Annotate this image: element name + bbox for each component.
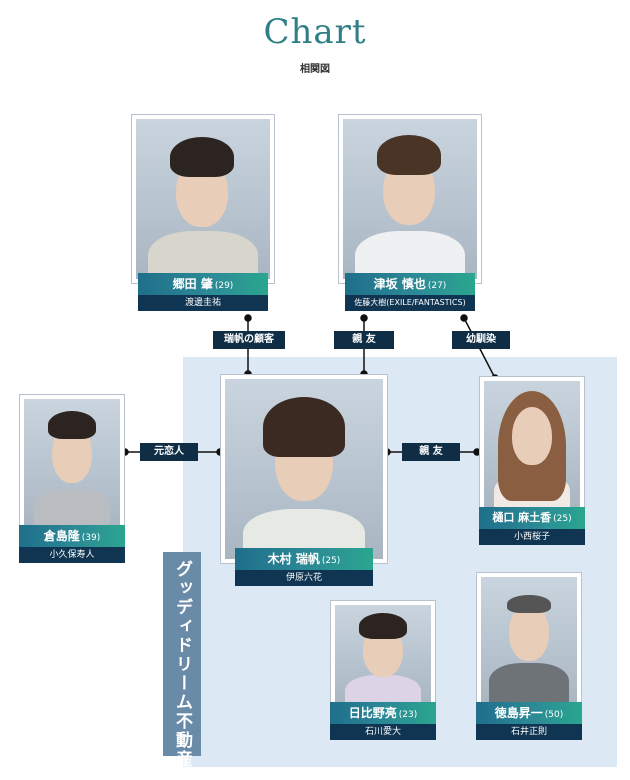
relation-gouda-kimura: 瑞帆の顧客: [213, 331, 285, 349]
character-name-kimura: 木村 瑞帆(25): [235, 548, 373, 570]
page-subtitle: 相関図: [300, 64, 330, 75]
portrait-kurashima: [24, 399, 120, 529]
actor-name-tokushima: 石井正則: [476, 724, 582, 740]
character-name-higuchi: 樋口 麻土香(25): [479, 507, 585, 529]
character-card-tokushima[interactable]: 徳島昇一(50) 石井正則: [476, 572, 582, 740]
character-name-tsusaka: 津坂 慎也(27): [345, 273, 475, 295]
portrait-higuchi: [484, 381, 580, 511]
page-title: Chart: [263, 12, 367, 52]
character-card-higuchi[interactable]: 樋口 麻土香(25) 小西桜子: [479, 376, 585, 545]
relation-kimura-higuchi: 親 友: [402, 443, 460, 461]
company-label-band: [163, 552, 201, 756]
portrait-kimura: [225, 379, 383, 559]
character-name-kurashima: 倉島隆(39): [19, 525, 125, 547]
actor-name-tsusaka: 佐藤大樹(EXILE/FANTASTICS): [345, 295, 475, 311]
character-card-kurashima[interactable]: 倉島隆(39) 小久保寿人: [19, 394, 125, 563]
character-name-hibino: 日比野亮(23): [330, 702, 436, 724]
relation-kurashima-kimura: 元恋人: [140, 443, 198, 461]
character-card-kimura[interactable]: 木村 瑞帆(25) 伊原六花: [220, 374, 388, 589]
actor-name-gouda: 渡邊圭祐: [138, 295, 268, 311]
actor-name-kurashima: 小久保寿人: [19, 547, 125, 563]
character-name-tokushima: 徳島昇一(50): [476, 702, 582, 724]
portrait-gouda: [136, 119, 270, 279]
portrait-tsusaka: [343, 119, 477, 279]
actor-name-higuchi: 小西桜子: [479, 529, 585, 545]
relation-tsusaka-higuchi: 幼馴染: [452, 331, 510, 349]
company-label: グッディドリーム不動産: [172, 560, 192, 769]
character-card-hibino[interactable]: 日比野亮(23) 石川愛大: [330, 600, 436, 740]
character-name-gouda: 郷田 肇(29): [138, 273, 268, 295]
actor-name-hibino: 石川愛大: [330, 724, 436, 740]
actor-name-kimura: 伊原六花: [235, 570, 373, 586]
portrait-hibino: [335, 605, 431, 705]
relation-tsusaka-kimura: 親 友: [334, 331, 394, 349]
character-card-gouda[interactable]: 郷田 肇(29) 渡邊圭祐: [131, 114, 275, 317]
portrait-tokushima: [481, 577, 577, 705]
character-card-tsusaka[interactable]: 津坂 慎也(27) 佐藤大樹(EXILE/FANTASTICS): [338, 114, 482, 317]
